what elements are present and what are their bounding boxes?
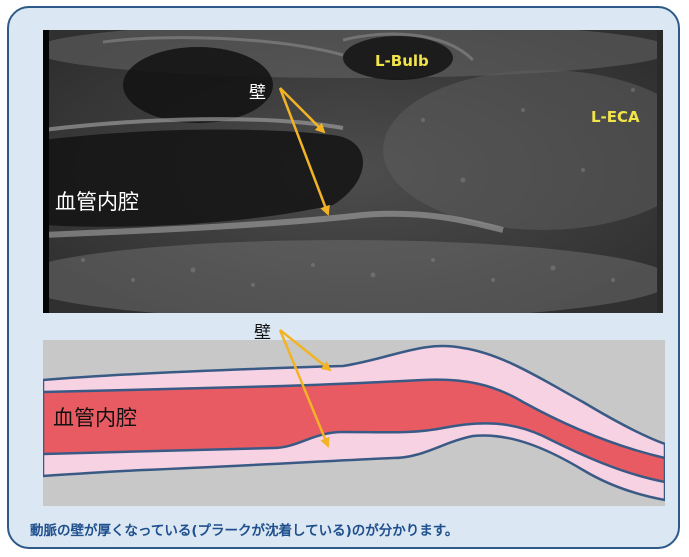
ultrasound-lumen-label: 血管内腔 [55,186,139,216]
ultrasound-texture [43,30,663,313]
caption-text: 動脈の壁が厚くなっている(プラークが沈着している)のが分かります。 [30,519,670,539]
vessel-schematic: 血管内腔 [43,340,665,506]
l-bulb-label: L-Bulb [375,52,429,70]
ultrasound-wall-label: 壁 [249,78,266,103]
l-eca-label: L-ECA [591,108,640,126]
schematic-lumen-label: 血管内腔 [53,402,137,432]
ultrasound-image: L-Bulb L-ECA 血管内腔 壁 [43,30,663,313]
schematic-wall-label: 壁 [254,318,271,343]
